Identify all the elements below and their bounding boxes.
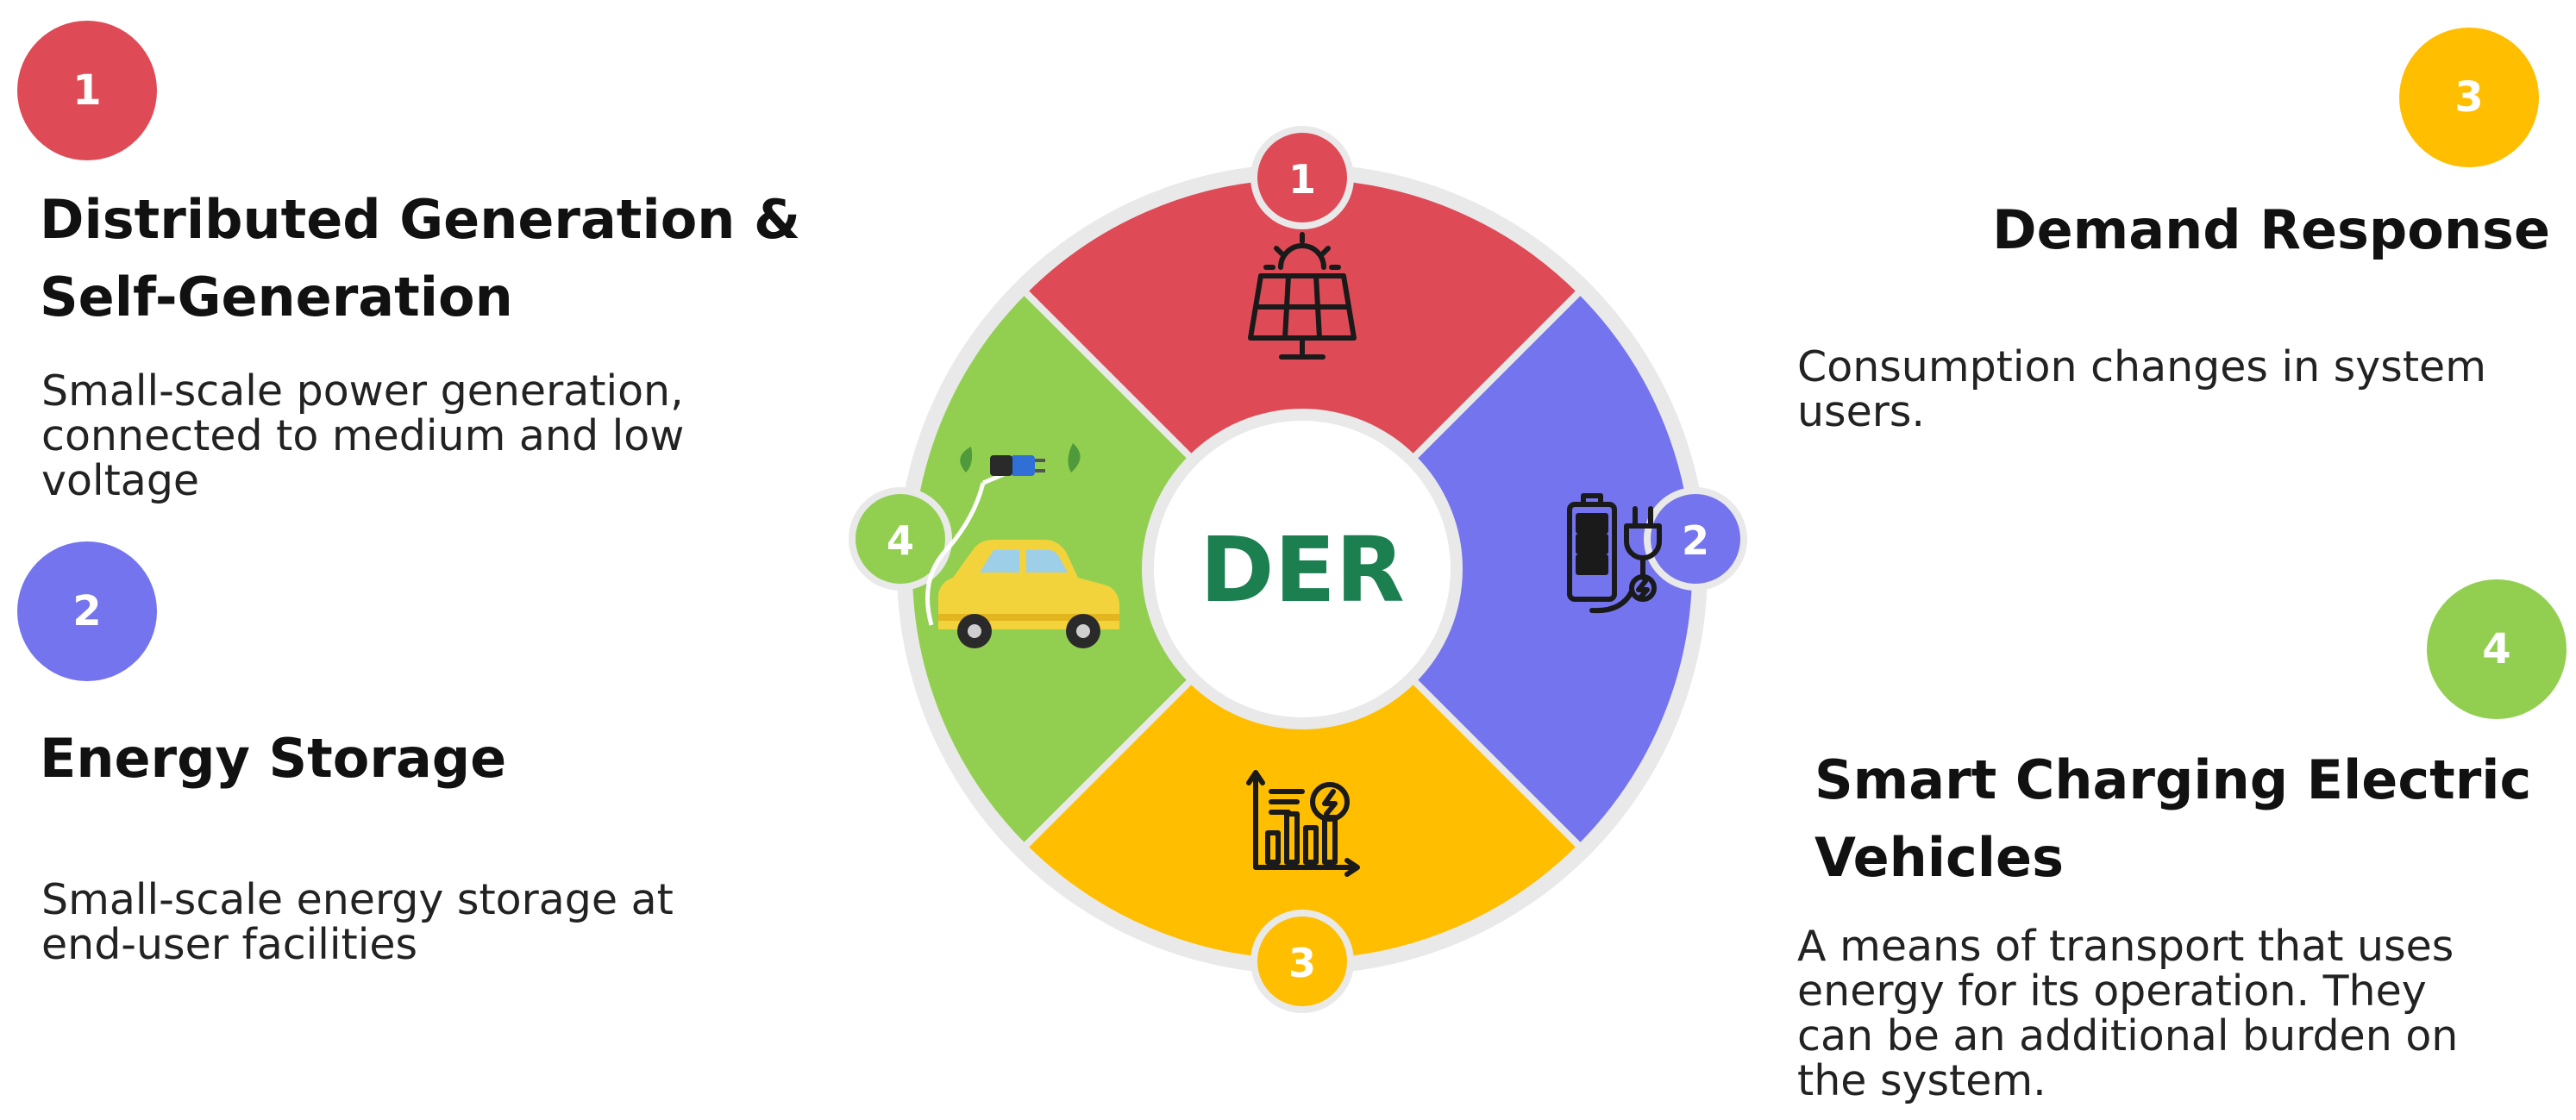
- electric-car-icon: [925, 443, 1119, 648]
- desc-line: Small-scale power generation,: [41, 366, 684, 416]
- ring-badge-2: 2: [1644, 487, 1747, 591]
- ring-badge-1: 1: [1250, 126, 1354, 229]
- badge-1-number: 1: [72, 66, 102, 115]
- title-line: Smart Charging Electric: [1814, 748, 2532, 811]
- title-line: Self-Generation: [40, 266, 513, 328]
- center-label: DER: [1200, 517, 1404, 623]
- title-demand-response: Demand Response: [1992, 191, 2550, 269]
- desc-demand-response: Consumption changes in system users.: [1797, 345, 2486, 435]
- ring-badge-4: 4: [849, 487, 952, 591]
- desc-line: Consumption changes in system: [1797, 342, 2486, 391]
- ring-badge-3-number: 3: [1288, 940, 1316, 986]
- battery-plug-icon: [1567, 493, 1662, 614]
- badge-3: 3: [2399, 28, 2539, 167]
- desc-line: Small-scale energy storage at: [41, 875, 674, 924]
- desc-smart-charging: A means of transport that uses energy fo…: [1797, 924, 2458, 1104]
- der-ring-diagram: DER 1 2 3 4: [849, 126, 1747, 1013]
- desc-line: can be an additional burden on: [1797, 1011, 2459, 1061]
- badge-4: 4: [2427, 579, 2567, 719]
- title-smart-charging: Smart Charging Electric Vehicles: [1814, 741, 2531, 897]
- title-line: Vehicles: [1814, 826, 2064, 889]
- badge-4-number: 4: [2482, 625, 2511, 673]
- desc-line: A means of transport that uses: [1797, 922, 2454, 971]
- ring-badge-3: 3: [1250, 910, 1354, 1013]
- badge-3-number: 3: [2454, 73, 2484, 122]
- solar-panel-icon: [1248, 232, 1357, 360]
- title-line: Distributed Generation &: [40, 188, 801, 251]
- badge-1: 1: [17, 21, 157, 160]
- desc-energy-storage: Small-scale energy storage at end-user f…: [41, 878, 674, 967]
- ring-badge-4-number: 4: [887, 517, 914, 564]
- consumption-chart-icon: [1246, 770, 1360, 877]
- ring-badge-2-number: 2: [1682, 517, 1709, 564]
- desc-line: energy for its operation. They: [1797, 967, 2427, 1016]
- desc-line: voltage: [41, 456, 200, 505]
- center-circle: [1154, 421, 1451, 717]
- title-line: Demand Response: [1992, 198, 2550, 261]
- title-line: Energy Storage: [40, 727, 507, 790]
- desc-line: the system.: [1797, 1056, 2046, 1105]
- desc-line: connected to medium and low: [41, 411, 685, 460]
- badge-2-number: 2: [72, 587, 102, 635]
- title-energy-storage: Energy Storage: [40, 720, 506, 798]
- desc-line: users.: [1797, 387, 1925, 436]
- ring-badge-1-number: 1: [1288, 156, 1316, 203]
- title-distributed-generation: Distributed Generation & Self-Generation: [40, 181, 800, 336]
- desc-distributed-generation: Small-scale power generation, connected …: [41, 369, 684, 504]
- desc-line: end-user facilities: [41, 920, 417, 969]
- badge-2: 2: [17, 541, 157, 681]
